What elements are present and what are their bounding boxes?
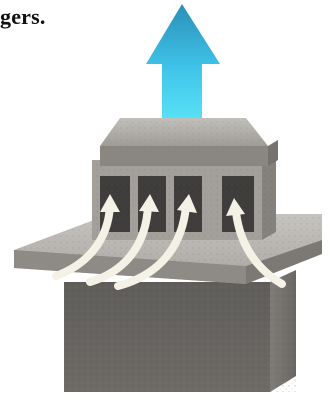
vent-hood xyxy=(100,118,278,166)
chimney-base-block xyxy=(64,270,296,392)
exhaust-up-arrow-icon xyxy=(146,4,220,118)
